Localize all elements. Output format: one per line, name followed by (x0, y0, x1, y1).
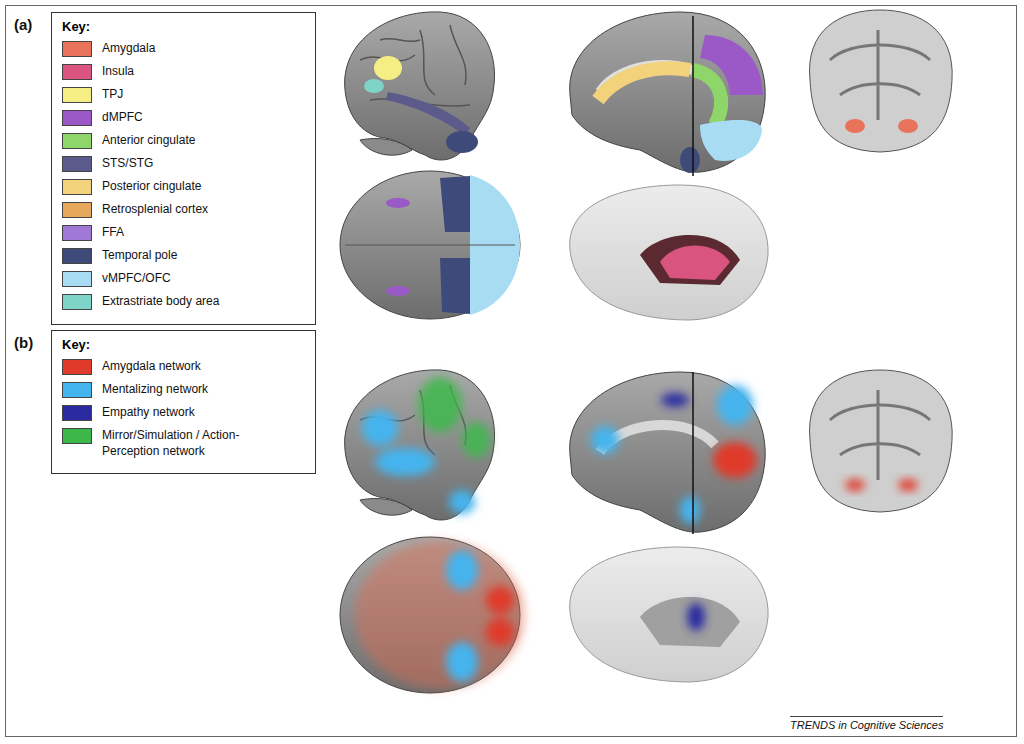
legend-text: Mentalizing network (102, 381, 208, 397)
legend-row: Anterior cingulate (62, 132, 307, 149)
legend-swatch (62, 133, 92, 149)
legend-text: Retrosplenial cortex (102, 201, 208, 217)
legend-text: Mirror/Simulation / Action-Perception ne… (102, 427, 242, 459)
panel-label: (a) (14, 16, 32, 33)
legend-row: TPJ (62, 86, 307, 103)
legend-row: dMPFC (62, 109, 307, 126)
legend-text: Insula (102, 63, 134, 79)
legend-heading: Key: (62, 19, 307, 34)
legend-box: Key: Amygdala networkMentalizing networkE… (51, 330, 316, 474)
legend-text: Amygdala network (102, 358, 201, 374)
legend-text: Posterior cingulate (102, 178, 201, 194)
legend-row: STS/STG (62, 155, 307, 172)
legend-row: vMPFC/OFC (62, 270, 307, 287)
legend-swatch (62, 110, 92, 126)
legend-row: Temporal pole (62, 247, 307, 264)
journal-credit: TRENDS in Cognitive Sciences (790, 716, 943, 731)
legend-swatch (62, 41, 92, 57)
legend-swatch (62, 248, 92, 264)
legend-swatch (62, 64, 92, 80)
legend-swatch (62, 382, 92, 398)
legend-text: Anterior cingulate (102, 132, 195, 148)
legend-row: Amygdala (62, 40, 307, 57)
legend-row: Extrastriate body area (62, 293, 307, 310)
panel-label: (b) (14, 334, 33, 351)
legend-text: Empathy network (102, 404, 195, 420)
legend-row: Mentalizing network (62, 381, 307, 398)
legend-row: Mirror/Simulation / Action-Perception ne… (62, 427, 307, 459)
legend-swatch (62, 359, 92, 375)
legend-swatch (62, 202, 92, 218)
legend-row: Posterior cingulate (62, 178, 307, 195)
legend-heading: Key: (62, 337, 307, 352)
legend-row: Insula (62, 63, 307, 80)
legend-swatch (62, 271, 92, 287)
legend-text: STS/STG (102, 155, 153, 171)
legend-swatch (62, 428, 92, 444)
legend-box: Key: AmygdalaInsulaTPJ dMPFC Anterior cingu… (51, 12, 316, 325)
legend-text: Extrastriate body area (102, 293, 219, 309)
legend-swatch (62, 405, 92, 421)
legend-row: Empathy network (62, 404, 307, 421)
legend-text: Temporal pole (102, 247, 177, 263)
legend-row: Amygdala network (62, 358, 307, 375)
legend-swatch (62, 225, 92, 241)
legend-text: dMPFC (102, 109, 143, 125)
legend-swatch (62, 294, 92, 310)
legend-swatch (62, 87, 92, 103)
legend-text: TPJ (102, 86, 123, 102)
legend-text: vMPFC/OFC (102, 270, 171, 286)
legend-row: FFA (62, 224, 307, 241)
legend-text: Amygdala (102, 40, 155, 56)
legend-swatch (62, 179, 92, 195)
legend-row: Retrosplenial cortex (62, 201, 307, 218)
legend-swatch (62, 156, 92, 172)
legend-text: FFA (102, 224, 124, 240)
